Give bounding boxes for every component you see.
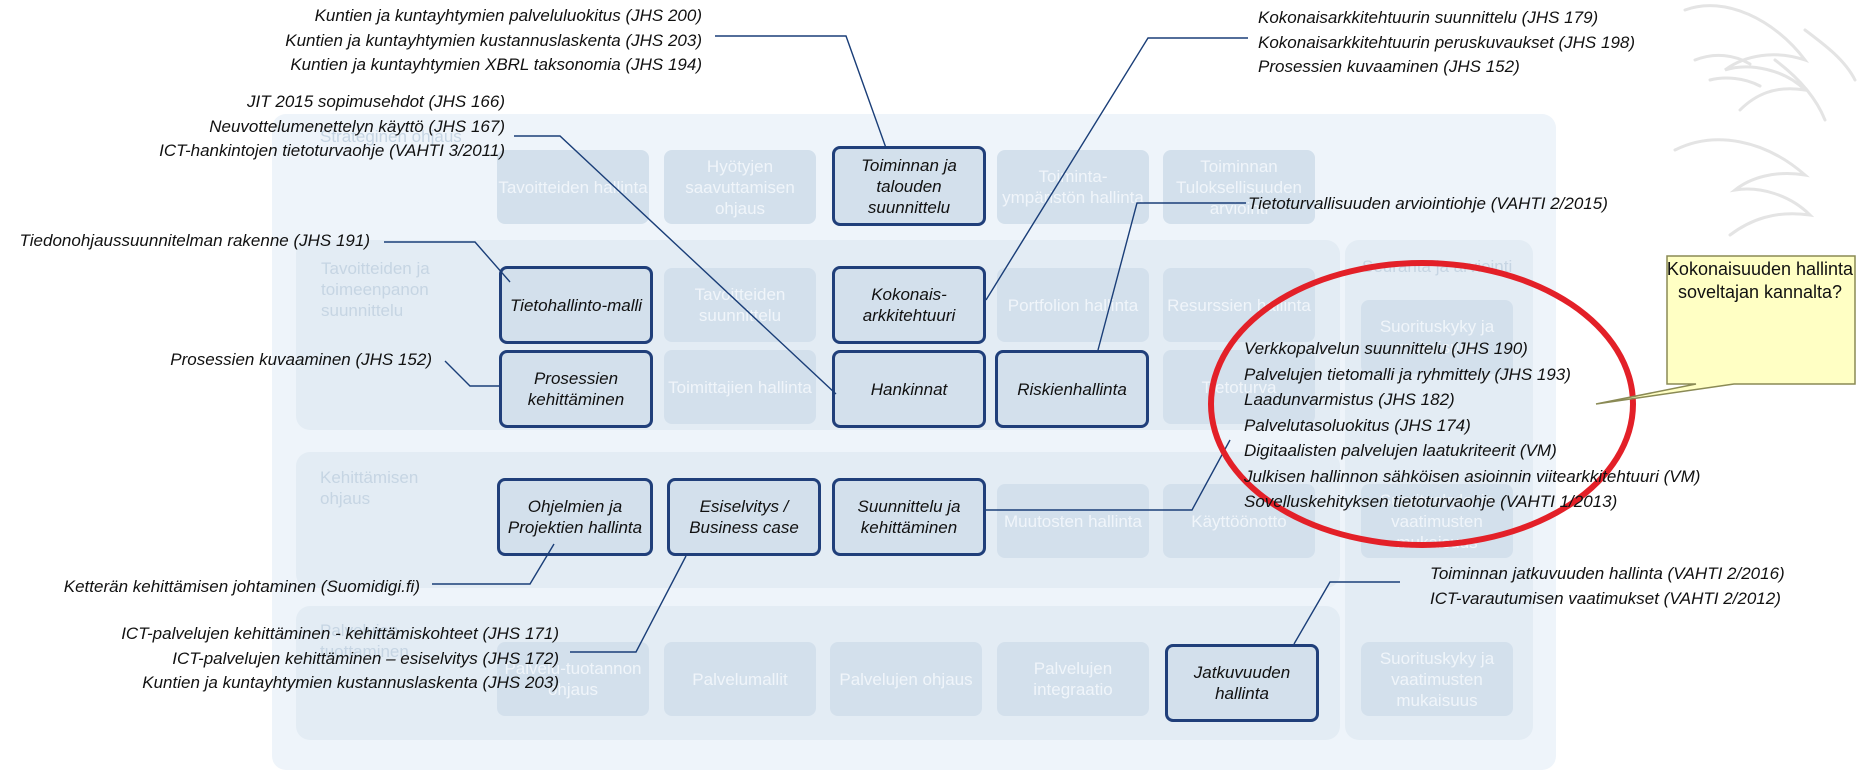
line-tietoturva: [1097, 202, 1246, 351]
lion-watermark-icon: [1673, 4, 1857, 237]
note-top-right: Kokonaisarkkitehtuurin suunnittelu (JHS …: [1258, 6, 1635, 80]
note-line: Kuntien ja kuntayhtymien palveluluokitus…: [314, 6, 702, 25]
note-line: Palvelujen tietomalli ja ryhmittely (JHS…: [1244, 364, 1571, 384]
note-ellipse-list: Verkkopalvelun suunnittelu (JHS 190) Pal…: [1244, 336, 1700, 515]
box-tuloksellisuus: Toiminnan Tuloksellisuuden arviointi: [1163, 150, 1315, 224]
note-line: Kokonaisarkkitehtuurin peruskuvaukset (J…: [1258, 32, 1636, 52]
box-palvelutuotannon-ohjaus: Palvelu-tuotannon ohjaus: [497, 642, 649, 716]
note-line: ICT-palvelujen kehittäminen – esiselvity…: [172, 648, 559, 668]
note-tiedonohjaus: Tiedonohjaussuunnitelman rakenne (JHS 19…: [19, 231, 370, 250]
note-line: Kuntien ja kuntayhtymien XBRL taksonomia…: [290, 55, 702, 74]
box-hankinnat: Hankinnat: [832, 350, 986, 428]
note-line: Kokonaisarkkitehtuurin suunnittelu (JHS …: [1258, 8, 1599, 27]
box-prosessien-kehittaminen: Prosessien kehittäminen: [499, 350, 653, 428]
note-line: Kuntien ja kuntayhtymien kustannuslasken…: [142, 673, 559, 692]
box-muutosten-hallinta: Muutosten hallinta: [997, 484, 1149, 558]
box-toimittajien-hallinta: Toimittajien hallinta: [664, 350, 816, 424]
line-ellipse: [986, 439, 1231, 511]
box-toimintaymparisto: Toiminta-ympäristön hallinta: [997, 150, 1149, 224]
box-palvelumallit: Palvelumallit: [664, 642, 816, 716]
box-jatkuvuuden-hallinta: Jatkuvuuden hallinta: [1165, 644, 1319, 722]
note-top-center: Kuntien ja kuntayhtymien palveluluokitus…: [285, 4, 702, 78]
line-prosessit: [444, 360, 499, 387]
line-top-center: [715, 35, 887, 149]
callout-shape: [1595, 255, 1856, 405]
note-line: Prosessien kuvaaminen (JHS 152): [1258, 57, 1520, 76]
note-line: Sovelluskehityksen tietoturvaohje (VAHTI…: [1244, 492, 1618, 511]
box-kokonaisarkkitehtuuri: Kokonais-arkkitehtuuri: [832, 266, 986, 344]
note-line: Toiminnan jatkuvuuden hallinta (VAHTI 2/…: [1430, 564, 1785, 583]
label-development: Kehittämisen ohjaus: [320, 468, 419, 508]
note-line: Kuntien ja kuntayhtymien kustannuslasken…: [285, 30, 702, 50]
note-top-left: JIT 2015 sopimusehdot (JHS 166) Neuvotte…: [159, 90, 505, 164]
line-jatkuvuus: [1293, 581, 1400, 645]
red-ellipse-highlight: [1208, 260, 1636, 548]
note-line: Verkkopalvelun suunnittelu (JHS 190): [1244, 339, 1528, 358]
box-hyotyjen-ohjaus: Hyötyjen saavuttamisen ohjaus: [664, 150, 816, 224]
note-tietoturva: Tietoturvallisuuden arviointiohje (VAHTI…: [1248, 194, 1608, 213]
box-tavoitteiden-hallinta: Tavoitteiden hallinta: [497, 150, 649, 224]
box-ohjelmien-hallinta: Ohjelmien ja Projektien hallinta: [497, 478, 653, 556]
note-line: Neuvottelumenettelyn käyttö (JHS 167): [209, 116, 505, 136]
note-line: Laadunvarmistus (JHS 182): [1244, 390, 1455, 409]
callout-text: Kokonaisuuden hallinta soveltajan kannal…: [1666, 259, 1854, 302]
box-palvelujen-integraatio: Palvelujen integraatio: [997, 642, 1149, 716]
label-planning: Tavoitteiden ja toimeenpanon suunnittelu: [321, 259, 430, 320]
note-ict: ICT-palvelujen kehittäminen - kehittämis…: [121, 622, 559, 696]
box-palvelujen-ohjaus: Palvelujen ohjaus: [830, 642, 982, 716]
note-line: Palvelutasoluokitus (JHS 174): [1244, 415, 1471, 435]
box-esiselvitys: Esiselvitys / Business case: [667, 478, 821, 556]
line-tiedonohjaus: [384, 241, 511, 283]
line-top-right: [985, 37, 1248, 301]
box-portfolion-hallinta: Portfolion hallinta: [997, 268, 1149, 342]
label-services: Palvelujen tuottaminen: [320, 621, 409, 661]
box-riskienhallinta: Riskienhallinta: [995, 350, 1149, 428]
note-line: JIT 2015 sopimusehdot (JHS 166): [247, 92, 505, 111]
note-line: ICT-varautumisen vaatimukset (VAHTI 2/20…: [1430, 588, 1781, 608]
note-jatkuvuus: Toiminnan jatkuvuuden hallinta (VAHTI 2/…: [1430, 562, 1785, 611]
note-line: Julkisen hallinnon sähköisen asioinnin v…: [1244, 466, 1701, 486]
box-suunnittelu-kehittaminen: Suunnittelu ja kehittäminen: [832, 478, 986, 556]
note-line: Digitaalisten palvelujen laatukriteerit …: [1244, 441, 1557, 460]
note-line: ICT-palvelujen kehittäminen - kehittämis…: [121, 624, 559, 643]
note-line: ICT-hankintojen tietoturvaohje (VAHTI 3/…: [159, 141, 505, 160]
box-suorituskyky-3: Suorituskyky ja vaatimusten mukaisuus: [1361, 642, 1513, 716]
box-tietohallintomalli: Tietohallinto-malli: [499, 266, 653, 344]
line-top-left: [514, 135, 837, 395]
box-toiminnan-suunnittelu: Toiminnan ja talouden suunnittelu: [832, 146, 986, 226]
note-prosessit: Prosessien kuvaaminen (JHS 152): [170, 350, 432, 369]
line-ketteran: [432, 543, 555, 585]
label-strategy: Strateginen ohjaus: [320, 127, 462, 146]
line-ict: [570, 555, 687, 653]
note-ketteran: Ketterän kehittämisen johtaminen (Suomid…: [63, 577, 420, 596]
